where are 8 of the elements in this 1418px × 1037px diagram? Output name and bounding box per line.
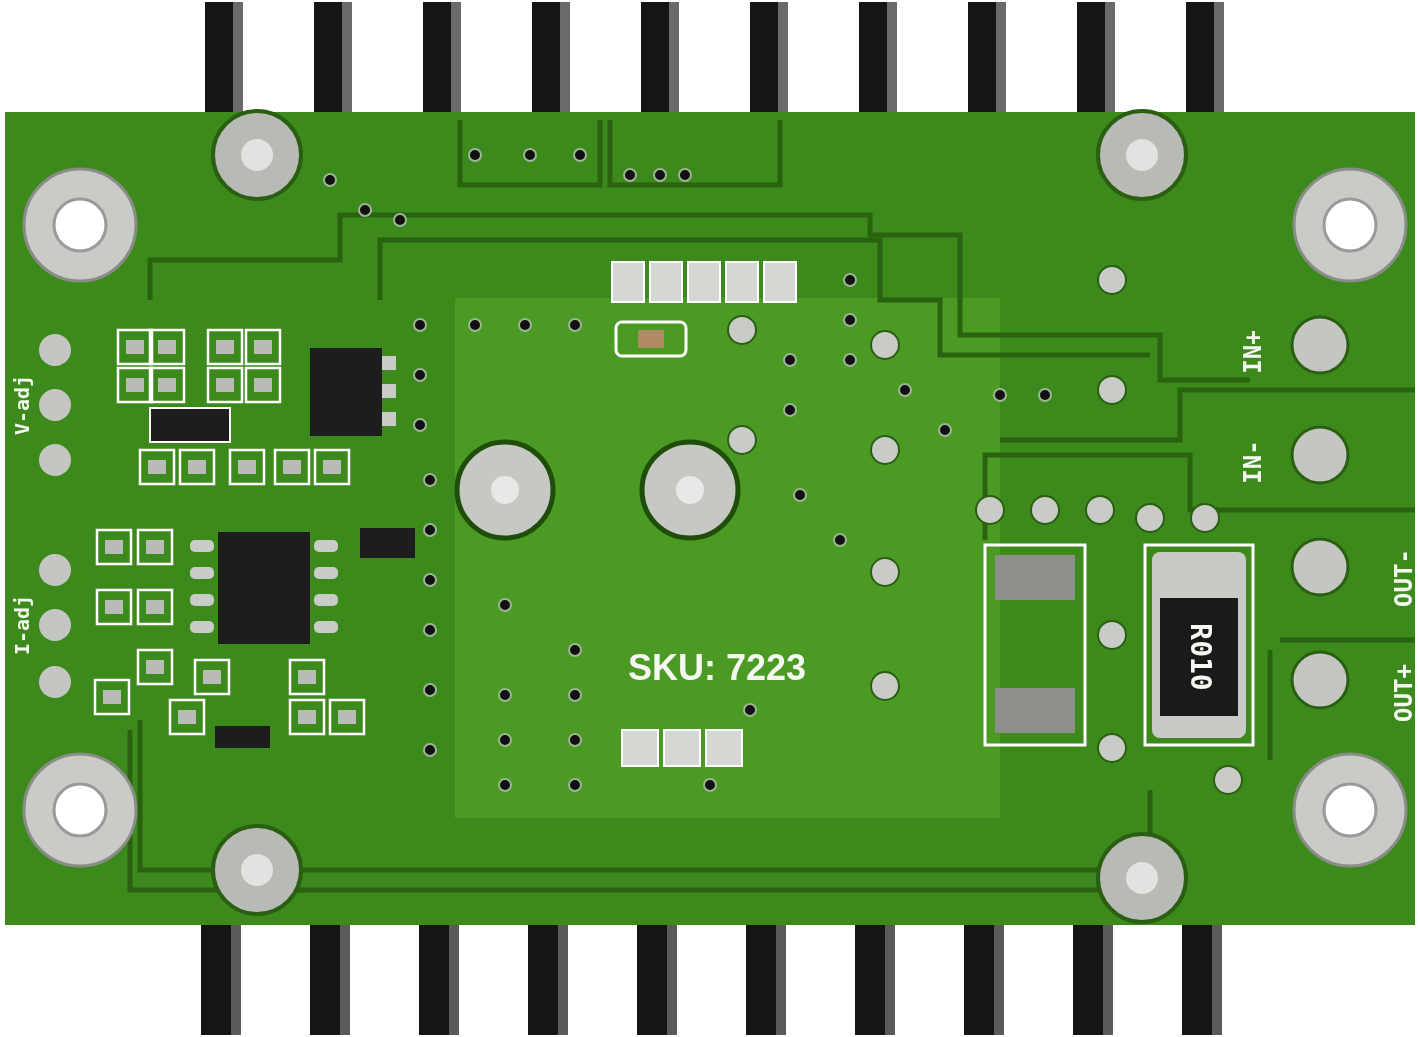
silkscreen-label: V-adj xyxy=(12,374,33,436)
silkscreen-label: OUT+ xyxy=(1391,664,1416,722)
silkscreen-label: IN- xyxy=(1240,440,1265,484)
resistor-marking: R010 xyxy=(1185,623,1214,691)
sku-label: SKU: 7223 xyxy=(628,650,807,686)
silkscreen-label: OUT- xyxy=(1391,549,1416,607)
silkscreen-label: IN+ xyxy=(1240,330,1265,374)
silkscreen-label: I-adj xyxy=(12,594,33,656)
